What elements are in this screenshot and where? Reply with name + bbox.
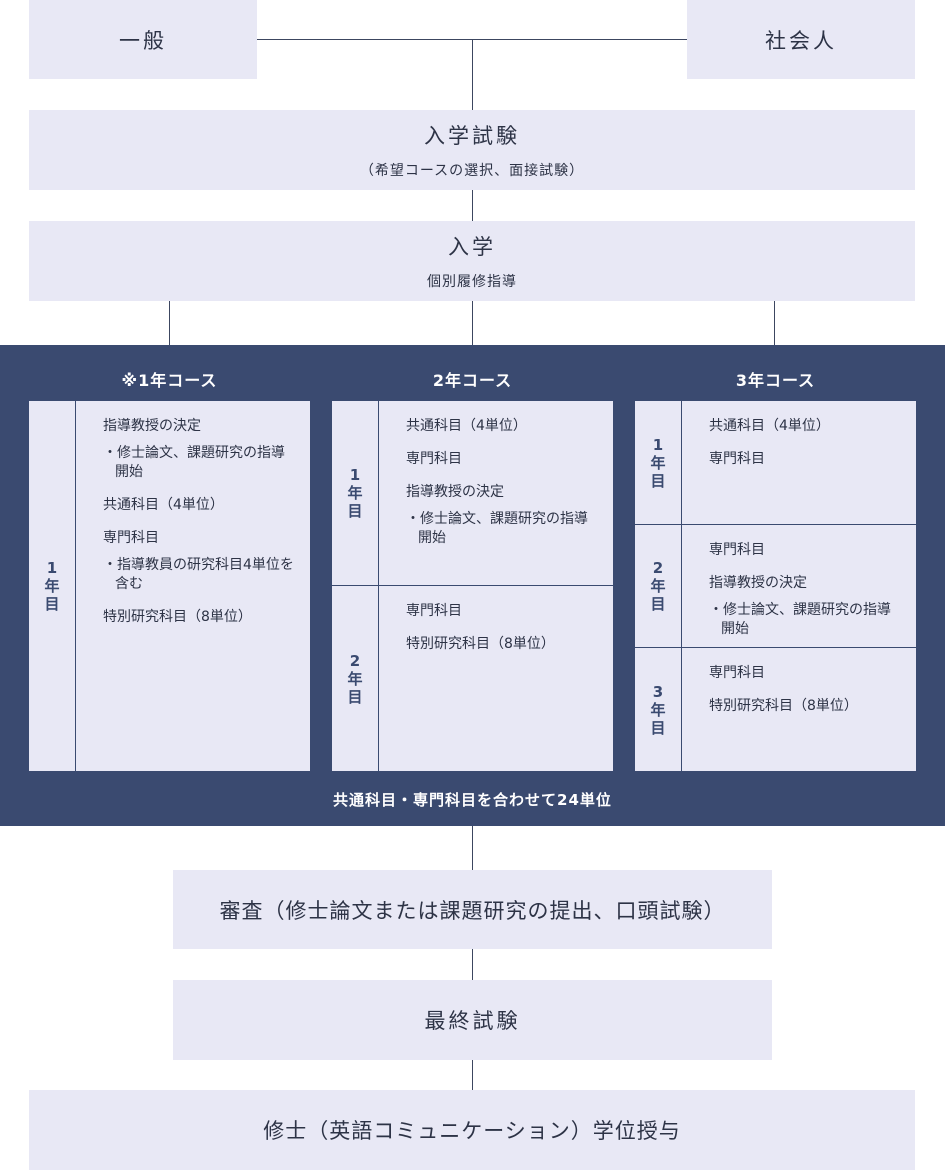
subject-note: 指導教員の研究科目4単位を含む (103, 556, 296, 594)
course-title-1: ※1年コース (121, 371, 218, 390)
subject-note: 修士論文、課題研究の指導開始 (709, 601, 902, 639)
subject-item: 共通科目（4単位） (103, 497, 224, 513)
degree-box: 修士（英語コミュニケーション）学位授与 (29, 1090, 915, 1170)
year-label-char: 年 (44, 577, 60, 595)
subject-note: 修士論文、課題研究の指導開始 (103, 444, 296, 482)
enrollment-detail: 個別履修指導 (427, 274, 517, 290)
year-content: 共通科目（4単位） 専門科目指導教授の決定修士論文、課題研究の指導開始 (406, 417, 599, 562)
year-label-char: 目 (650, 595, 666, 613)
connector-panel-to-review (472, 826, 473, 870)
subject-item: 指導教授の決定 (709, 575, 807, 591)
year-label-char: 年 (650, 577, 666, 595)
subject-item: 専門科目 (406, 603, 462, 619)
year-label-char: 1 (652, 435, 664, 454)
subject-item: 専門科目 (709, 542, 765, 558)
entrance-exam-detail: （希望コースの選択、面接試験） (359, 163, 585, 179)
course-box-2: 1年目共通科目（4単位）専門科目指導教授の決定修士論文、課題研究の指導開始2年目… (332, 401, 613, 771)
connector-enroll-course2 (472, 301, 473, 345)
year-row: 2年目 専門科目指導教授の決定修士論文、課題研究の指導開始 (635, 524, 916, 647)
entrance-exam-box: 入学試験 （希望コースの選択、面接試験） (29, 110, 915, 190)
year-label-char: 年 (650, 700, 666, 719)
year-content: 専門科目特別研究科目（8単位） (709, 664, 902, 730)
year-label-char: 目 (650, 718, 666, 737)
connector-enroll-course1 (169, 301, 170, 345)
connector-exam-to-enroll (472, 190, 473, 221)
year-label-char: 目 (347, 687, 363, 706)
year-label-char: 1 (46, 559, 58, 577)
year-label-char: 3 (652, 682, 664, 701)
year-row: 1年目 共通科目（4単位） 専門科目指導教授の決定修士論文、課題研究の指導開始 (332, 401, 613, 585)
general-applicant-label: 一般 (119, 28, 167, 53)
connector-top-vertical (472, 39, 473, 110)
year-content: 共通科目（4単位） 専門科目 (709, 417, 902, 483)
subject-item: 特別研究科目（8単位） (709, 698, 858, 714)
course-title-2: 2年コース (432, 371, 513, 390)
subject-item: 専門科目 (406, 451, 462, 467)
year-label-char: 2 (652, 559, 664, 577)
final-exam-box: 最終試験 (173, 980, 772, 1060)
subject-item: 共通科目（4単位） (709, 418, 830, 434)
year-content: 専門科目指導教授の決定修士論文、課題研究の指導開始 (709, 541, 902, 653)
year-label-char: 目 (650, 471, 666, 490)
final-exam-label: 最終試験 (424, 1009, 521, 1033)
course-title-3: 3年コース (735, 371, 816, 390)
review-label: 審査（修士論文または課題研究の提出、口頭試験） (219, 898, 726, 923)
year-label-char: 1 (349, 466, 361, 484)
working-adult-box: 社会人 (687, 0, 915, 79)
year-label-char: 年 (347, 484, 363, 502)
subject-item: 共通科目（4単位） (406, 418, 527, 434)
year-content: 専門科目特別研究科目（8単位） (406, 602, 599, 668)
subject-item: 指導教授の決定 (103, 418, 201, 434)
enrollment-box: 入学 個別履修指導 (29, 221, 915, 301)
enrollment-title: 入学 (448, 235, 496, 259)
subject-item: 指導教授の決定 (406, 484, 504, 500)
subject-item: 専門科目 (103, 530, 159, 546)
subject-note: 修士論文、課題研究の指導開始 (406, 510, 599, 548)
year-row: 1年目指導教授の決定修士論文、課題研究の指導開始共通科目（4単位）専門科目指導教… (29, 401, 310, 771)
review-box: 審査（修士論文または課題研究の提出、口頭試験） (173, 870, 772, 949)
subject-item: 専門科目 (709, 451, 765, 467)
general-applicant-box: 一般 (29, 0, 257, 79)
year-label-char: 年 (347, 669, 363, 688)
year-label-char: 年 (650, 453, 666, 472)
connector-review-to-final (472, 949, 473, 980)
entrance-exam-title: 入学試験 (424, 124, 520, 148)
year-label-char: 2 (349, 651, 361, 670)
course-box-1: 1年目指導教授の決定修士論文、課題研究の指導開始共通科目（4単位）専門科目指導教… (29, 401, 310, 771)
working-adult-label: 社会人 (765, 28, 837, 53)
subject-item: 特別研究科目（8単位） (406, 636, 555, 652)
degree-label: 修士（英語コミュニケーション）学位授与 (263, 1119, 681, 1143)
credits-note: 共通科目・専門科目を合わせて24単位 (333, 791, 612, 809)
connector-enroll-course3 (774, 301, 775, 345)
subject-item: 専門科目 (709, 665, 765, 681)
year-label-char: 目 (44, 595, 60, 613)
year-label-char: 目 (347, 502, 363, 520)
course-box-3: 1年目共通科目（4単位）専門科目2年目専門科目指導教授の決定修士論文、課題研究の… (635, 401, 916, 771)
courses-panel: ※1年コース1年目指導教授の決定修士論文、課題研究の指導開始共通科目（4単位）専… (0, 345, 945, 826)
connector-final-to-degree (472, 1060, 473, 1090)
subject-item: 特別研究科目（8単位） (103, 609, 252, 625)
